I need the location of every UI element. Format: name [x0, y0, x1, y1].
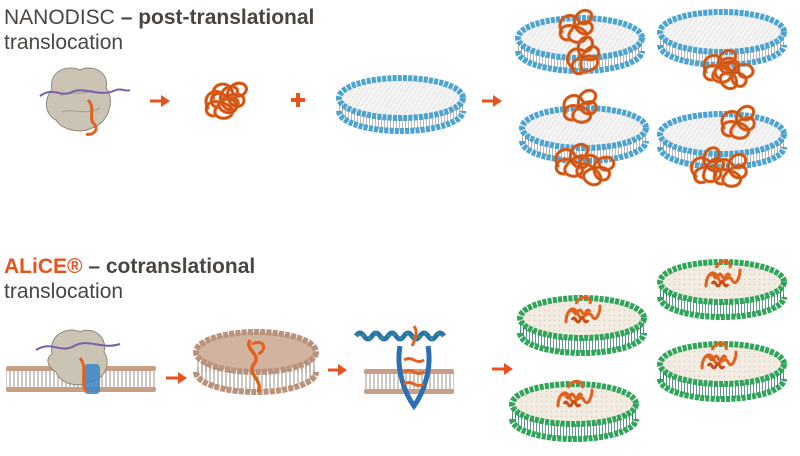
arrow-bottom-1	[166, 372, 187, 384]
nanodisc-result-2	[660, 12, 784, 97]
scaffold-wrapping-membrane	[353, 325, 454, 411]
alice-title-bold: – cotranslational	[82, 255, 256, 278]
alice-nanodisc-result-2	[660, 261, 784, 317]
empty-nanodisc	[339, 78, 463, 131]
nanodisc-heading: NANODISC – post-translational translocat…	[4, 5, 314, 55]
alice-title-prefix: ALiCE®	[4, 255, 83, 278]
nanodisc-result-1	[518, 8, 642, 80]
membrane-with-ribosome	[6, 329, 156, 394]
arrow-top-1	[150, 95, 170, 107]
alice-nanodisc-result-4	[512, 379, 636, 439]
brown-membrane-disc	[193, 329, 319, 395]
plus-sign	[291, 93, 305, 107]
nanodisc-title-prefix: NANODISC	[4, 6, 115, 29]
arrow-bottom-2	[328, 364, 347, 376]
alice-title-line2: translocation	[4, 280, 124, 303]
nanodisc-result-3	[522, 88, 646, 192]
alice-heading: ALiCE® – cotranslational translocation	[4, 254, 255, 304]
arrow-top-2	[482, 95, 502, 107]
nanodisc-title-line2: translocation	[4, 31, 124, 54]
ribosome-illustration-top	[39, 67, 131, 136]
nanodisc-title-bold: – post-translational	[114, 6, 315, 29]
alice-nanodisc-result-1	[520, 297, 644, 353]
nanodisc-result-4	[660, 104, 784, 189]
arrow-bottom-3	[492, 363, 513, 375]
alice-nanodisc-result-3	[660, 343, 784, 399]
